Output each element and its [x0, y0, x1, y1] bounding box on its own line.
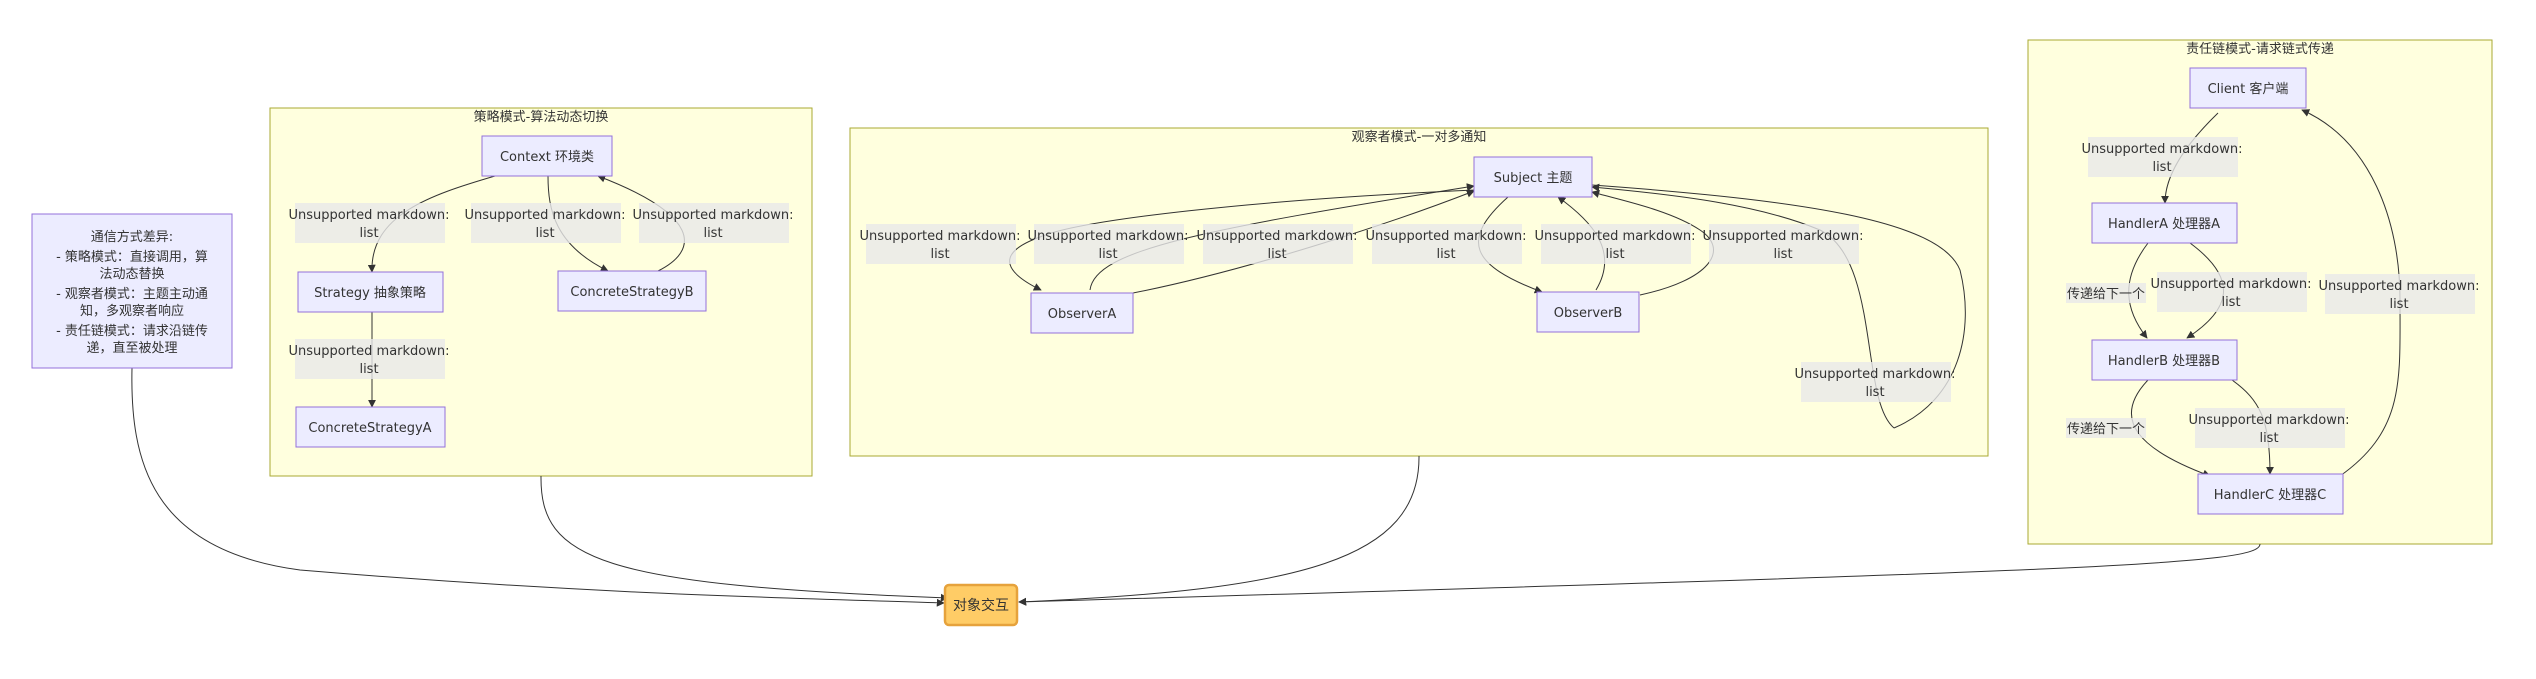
node-concretestrategya-label: ConcreteStrategyA [308, 421, 431, 436]
node-strategy: Strategy 抽象策略 [297, 271, 444, 313]
node-concretestrategya: ConcreteStrategyA [295, 406, 446, 448]
edge-label-chain-3-line1: Unsupported markdown: [2188, 413, 2349, 428]
node-final-object-interaction: 对象交互 [943, 583, 1019, 627]
edge-label-observer-1-line2: list [930, 247, 949, 262]
edge-label-pass-a: 传递给下一个 [2066, 283, 2146, 303]
edge-label-observer-6-line1: Unsupported markdown: [1702, 229, 1863, 244]
edge-label-strategy-1-line2: list [359, 226, 378, 241]
edge-label-observer-5-line1: Unsupported markdown: [1534, 229, 1695, 244]
edge-label-strategy-4-line1: Unsupported markdown: [288, 344, 449, 359]
edge-chain-final [1018, 543, 2261, 606]
edge-label-chain-1-line2: list [2152, 160, 2171, 175]
edge-label-strategy-4-line2: list [359, 362, 378, 377]
edge-label-pass-b: 传递给下一个 [2066, 418, 2146, 438]
edge-observer-final [1018, 455, 1420, 606]
edge-label-observer-2: Unsupported markdown: list [1027, 224, 1189, 264]
edge-label-chain-4-line1: Unsupported markdown: [2318, 279, 2479, 294]
node-handlerb: HandlerB 处理器B [2091, 339, 2238, 381]
edge-label-observer-3-line1: Unsupported markdown: [1196, 229, 1357, 244]
edge-label-observer-7-line2: list [1865, 385, 1884, 400]
edge-label-chain-4-line2: list [2389, 297, 2408, 312]
edge-strategy-final [540, 475, 949, 602]
node-concretestrategyb-label: ConcreteStrategyB [570, 285, 693, 300]
node-concretestrategyb: ConcreteStrategyB [557, 270, 707, 312]
cluster-observer: 观察者模式-一对多通知 [849, 127, 1989, 457]
node-subject-label: Subject 主题 [1494, 171, 1573, 186]
node-handlerc: HandlerC 处理器C [2197, 473, 2344, 515]
edge-label-observer-1: Unsupported markdown: list [859, 224, 1021, 264]
node-context-label: Context 环境类 [500, 150, 594, 165]
edge-label-pass-b-text: 传递给下一个 [2067, 422, 2145, 437]
note-line-7: 递，直至被处理 [86, 341, 177, 356]
node-strategy-label: Strategy 抽象策略 [314, 285, 426, 301]
edge-observerb-subject-2 [1591, 190, 1714, 296]
edge-label-chain-1-line1: Unsupported markdown: [2081, 142, 2242, 157]
edge-label-observer-6: Unsupported markdown: list [1702, 224, 1864, 264]
edge-label-strategy-2-line1: Unsupported markdown: [464, 208, 625, 223]
node-final-label: 对象交互 [953, 597, 1009, 614]
edge-label-observer-6-line2: list [1773, 247, 1792, 262]
note-line-3: 法动态替换 [99, 267, 164, 282]
node-client-label: Client 客户端 [2208, 81, 2289, 97]
edge-note-final [131, 367, 945, 607]
edge-label-observer-4: Unsupported markdown: list [1365, 224, 1527, 264]
node-observera-label: ObserverA [1048, 307, 1117, 322]
edge-label-strategy-4: Unsupported markdown: list [288, 339, 450, 379]
edge-label-chain-2-line1: Unsupported markdown: [2150, 277, 2311, 292]
edge-label-observer-7: Unsupported markdown: list [1794, 362, 1956, 402]
node-client: Client 客户端 [2189, 67, 2307, 109]
edge-label-observer-7-line1: Unsupported markdown: [1794, 367, 1955, 382]
node-observerb: ObserverB [1536, 291, 1640, 333]
edge-label-observer-5: Unsupported markdown: list [1534, 224, 1696, 264]
edge-label-strategy-3: Unsupported markdown: list [632, 203, 794, 243]
note-line-6: - 责任链模式：请求沿链传 [56, 324, 208, 339]
note-line-5: 知，多观察者响应 [80, 303, 184, 319]
node-handlerc-label: HandlerC 处理器C [2214, 488, 2326, 503]
edge-label-observer-4-line2: list [1436, 247, 1455, 262]
note-line-1: 通信方式差异: [91, 229, 173, 245]
cluster-chain-title: 责任链模式-请求链式传递 [2186, 42, 2334, 57]
edge-label-strategy-2: Unsupported markdown: list [464, 203, 626, 243]
edge-label-strategy-1-line1: Unsupported markdown: [288, 208, 449, 223]
node-handlera-label: HandlerA 处理器A [2108, 217, 2220, 232]
edge-label-strategy-3-line1: Unsupported markdown: [632, 208, 793, 223]
node-handlera: HandlerA 处理器A [2091, 202, 2238, 244]
edge-label-chain-2-line2: list [2221, 295, 2240, 310]
edge-label-chain-4: Unsupported markdown: list [2318, 274, 2480, 314]
edge-label-strategy-1: Unsupported markdown: list [288, 203, 450, 243]
edge-label-observer-2-line1: Unsupported markdown: [1027, 229, 1188, 244]
edge-label-observer-3-line2: list [1267, 247, 1286, 262]
edge-label-chain-2: Unsupported markdown: list [2150, 272, 2312, 312]
edge-label-chain-1: Unsupported markdown: list [2081, 137, 2243, 177]
edge-label-observer-4-line1: Unsupported markdown: [1365, 229, 1526, 244]
edge-label-chain-3-line2: list [2259, 431, 2278, 446]
edge-label-strategy-3-line2: list [703, 226, 722, 241]
edge-label-strategy-2-line2: list [535, 226, 554, 241]
edge-label-observer-2-line2: list [1098, 247, 1117, 262]
note-communication: 通信方式差异: - 策略模式：直接调用，算 法动态替换 - 观察者模式：主题主动… [31, 213, 233, 369]
edge-label-observer-3: Unsupported markdown: list [1196, 224, 1358, 264]
note-line-4: - 观察者模式：主题主动通 [56, 287, 208, 302]
edge-label-pass-a-text: 传递给下一个 [2067, 287, 2145, 302]
node-handlerb-label: HandlerB 处理器B [2108, 354, 2220, 369]
cluster-observer-title: 观察者模式-一对多通知 [1352, 129, 1487, 145]
note-line-2: - 策略模式：直接调用，算 [56, 249, 208, 265]
node-observerb-label: ObserverB [1554, 306, 1623, 321]
node-observera: ObserverA [1030, 292, 1134, 334]
node-context: Context 环境类 [481, 135, 613, 177]
edge-label-observer-5-line2: list [1605, 247, 1624, 262]
edge-label-chain-3: Unsupported markdown: list [2188, 408, 2350, 448]
edge-label-observer-1-line1: Unsupported markdown: [859, 229, 1020, 244]
cluster-strategy-title: 策略模式-算法动态切换 [474, 109, 609, 125]
node-subject: Subject 主题 [1473, 156, 1593, 198]
